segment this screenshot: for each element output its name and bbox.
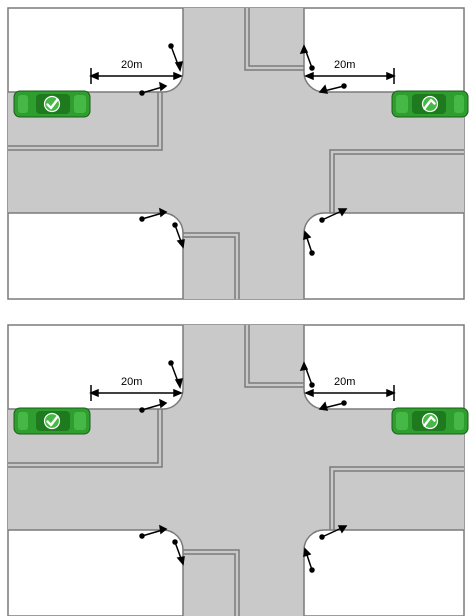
junction-diagram-bottom: 20m 20m [7, 324, 470, 616]
car-icon [12, 406, 92, 436]
distance-label-right: 20m [334, 59, 355, 71]
junction-diagram-top: 20m 20m [7, 7, 470, 300]
car-icon [12, 89, 92, 119]
car-icon [390, 89, 470, 119]
arrow-icon [139, 360, 348, 573]
arrow-icon [89, 385, 396, 401]
arrow-icon [89, 68, 396, 84]
car-icon [390, 406, 470, 436]
arrow-icon [139, 43, 348, 256]
distance-label-right: 20m [334, 376, 355, 388]
kerb-lines [8, 8, 464, 299]
distance-label-left: 20m [121, 59, 142, 71]
distance-label-left: 20m [121, 376, 142, 388]
